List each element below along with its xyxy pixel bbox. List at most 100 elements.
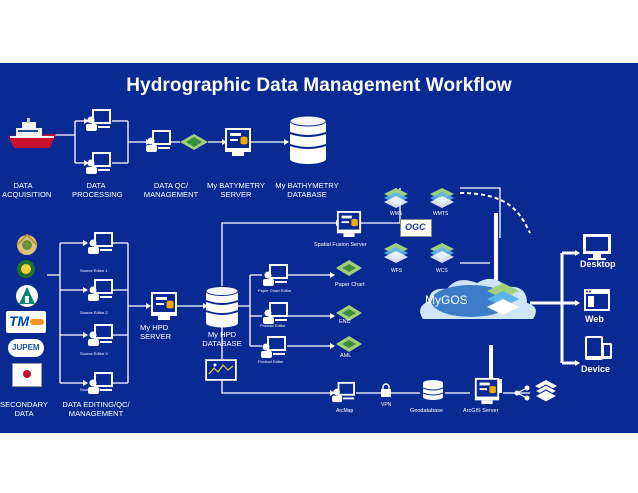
data-editing-label: DATA EDITING/QC/ MANAGEMENT (56, 400, 136, 418)
output-layers-icon (533, 379, 559, 408)
agency-logo (14, 259, 38, 284)
desktop-label: Desktop (580, 259, 616, 269)
batymetry-server-icon (224, 127, 252, 162)
survey-ship-icon (6, 118, 58, 155)
label-line: SECONDARY (0, 400, 48, 409)
bathymetry-database-icon (288, 115, 328, 170)
wfs-icon (384, 243, 408, 268)
label-line: My BATHYMETRY (275, 181, 339, 190)
desktop-monitor-icon (582, 233, 612, 266)
data-processing-label: DATA PROCESSING (72, 181, 123, 199)
label-line: DATA (14, 409, 34, 418)
hpd-database-label: My HPD DATABASE (196, 330, 248, 348)
data-acquisition-label: DATA ACQUISITION (2, 181, 52, 199)
certificate-seal (23, 370, 31, 378)
geodatabase-label: Geodatabase (410, 408, 444, 414)
workflow-diagram: Hydrographic Data Management Workflow (0, 63, 638, 433)
label-line: DATA (86, 181, 106, 190)
arcgis-server-label: ArcGIS Server (463, 408, 499, 414)
qc-workstation-icon (146, 129, 172, 158)
wms-label: WMS (390, 211, 403, 217)
label-line: ACQUISITION (2, 190, 52, 199)
ogc-badge: OGC (400, 219, 432, 237)
web-label: Web (585, 314, 604, 324)
label-line: SERVER (140, 332, 172, 341)
vpn-label: VPN (381, 402, 392, 408)
spatial-fusion-server-label: Spatial Fusion Server (314, 242, 367, 248)
certificate-logo (12, 363, 42, 387)
hpd-server-icon (150, 291, 178, 326)
source-editor-4-icon (88, 371, 114, 400)
arcmap-workstation-icon (332, 381, 356, 408)
wmts-icon (430, 188, 454, 213)
wcs-label: WCS (436, 268, 448, 274)
enc-label: ENC (339, 319, 351, 325)
source-editor-1-icon (88, 231, 114, 260)
label-line: DATABASE (287, 190, 327, 199)
paper-chart-label: Paper Chart (335, 282, 365, 288)
wms-icon (384, 188, 408, 213)
product-editor-label: Product Editor (258, 359, 284, 364)
label-line: My BATYMETRY (207, 181, 265, 190)
processing-workstation-icon (86, 151, 112, 180)
processing-workstation-icon (86, 108, 112, 137)
vpn-lock-icon (380, 383, 392, 402)
tm-logo-text: TM (9, 313, 30, 329)
wcs-icon (430, 243, 454, 268)
map-layer-icon (180, 133, 208, 156)
share-icon (514, 385, 530, 406)
source-editor-2-label: Source Editor 2 (80, 310, 108, 315)
arcgis-server-icon (473, 377, 501, 410)
source-editor-3-icon (88, 323, 114, 352)
enc-layer-icon (336, 305, 362, 326)
aml-layer-icon (336, 336, 362, 357)
label-line: My HPD (207, 330, 237, 339)
label-line: MANAGEMENT (143, 190, 199, 199)
connector-lines (47, 118, 580, 396)
product-editor-icon (261, 335, 287, 364)
source-editor-3-label: Source Editor 3 (80, 351, 108, 356)
tm-logo-swoosh (30, 319, 44, 325)
secondary-data-label: SECONDARY DATA (0, 400, 48, 418)
data-qc-label: DATA QC/ MANAGEMENT (140, 181, 202, 199)
diagram-title: Hydrographic Data Management Workflow (126, 75, 512, 96)
device-label: Device (581, 364, 611, 374)
paper-chart-editor-label: Paper Chart Editor (258, 288, 292, 293)
geodatabase-icon (421, 379, 445, 406)
source-editor-2-icon (88, 278, 114, 307)
ogc-badge-text: OGC (405, 222, 426, 232)
jupem-logo: JUPEM (8, 339, 44, 357)
wfs-label: WFS (391, 268, 403, 274)
source-editor-1-label: Source Editor 1 (80, 268, 108, 273)
tm-logo: TM (6, 311, 46, 333)
web-browser-icon (583, 288, 611, 317)
oil-company-logo (14, 284, 40, 313)
label-line: PROCESSING (72, 190, 123, 199)
label-line: DATA (13, 181, 33, 190)
paper-chart-editor-icon (263, 263, 289, 292)
product-editor-icon (263, 301, 289, 330)
bathymetry-database-label: My BATHYMETRY DATABASE (270, 181, 344, 199)
source-editor-4-label: Source Editor 4 (80, 387, 108, 392)
arcmap-label: ArcMap (336, 408, 354, 414)
label-line: MANAGEMENT (68, 409, 124, 418)
map-thumbnail-icon (205, 359, 237, 381)
hpd-server-label: My HPD SERVER (140, 323, 186, 341)
mygos-label: MyGOS (425, 293, 468, 307)
product-editor-label: Product Editor (260, 323, 286, 328)
mygos-layers-icon (483, 281, 523, 324)
jupem-logo-text: JUPEM (12, 343, 40, 352)
label-line: My HPD (140, 323, 169, 332)
spatial-fusion-server-icon (336, 210, 362, 243)
crest-logo (14, 233, 40, 262)
aml-label: AML (340, 353, 352, 359)
label-line: DATABASE (202, 339, 242, 348)
label-line: SERVER (220, 190, 252, 199)
label-line: DATA EDITING/QC/ (62, 400, 130, 409)
paper-chart-layer-icon (336, 260, 362, 281)
hpd-database-icon (204, 285, 240, 334)
mobile-device-icon (584, 335, 614, 366)
label-line: DATA QC/ (153, 181, 189, 190)
wmts-label: WMTS (433, 211, 449, 217)
batymetry-server-label: My BATYMETRY SERVER (200, 181, 272, 199)
